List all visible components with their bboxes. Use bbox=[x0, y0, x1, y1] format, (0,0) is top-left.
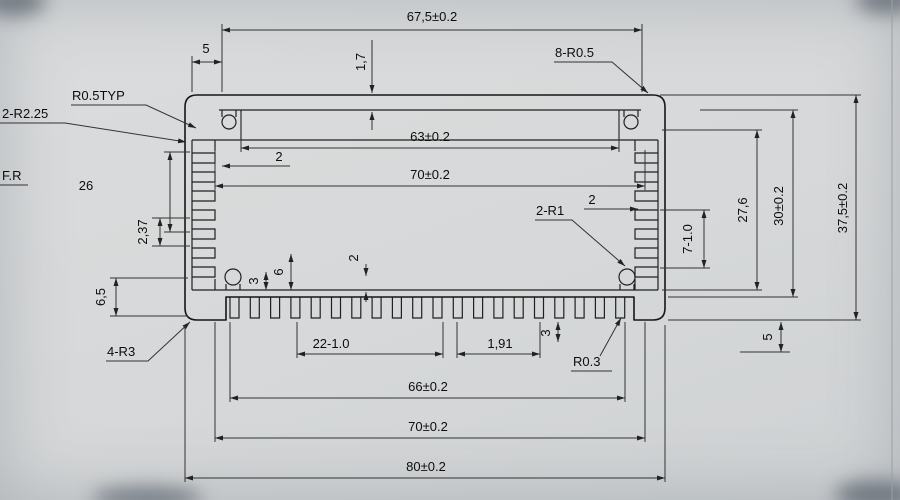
scan-artifact-bottom-left bbox=[92, 487, 202, 500]
dim-label: 2 bbox=[346, 254, 361, 261]
bottom-heatsink-teeth bbox=[229, 297, 626, 319]
dim-label: 70±0.2 bbox=[408, 419, 448, 434]
dim-bottom-70: 70±0.2 bbox=[214, 322, 646, 442]
extension-lines bbox=[164, 151, 190, 233]
dim-label: 3 bbox=[538, 329, 553, 336]
dim-bottom-left-6: 6 bbox=[271, 254, 294, 290]
radius-label: R0.3 bbox=[573, 354, 600, 369]
label-2-r2-25: 2-R2.25 bbox=[0, 106, 187, 144]
dim-bottom-left-3: 3 bbox=[246, 272, 269, 290]
label-8-r0-5: 8-R0.5 bbox=[554, 45, 649, 94]
dim-bottom-right-5: 5 bbox=[740, 322, 790, 353]
dim-label: 37,5±0.2 bbox=[835, 183, 850, 234]
extension-lines bbox=[214, 150, 646, 190]
dim-inner-70: 70±0.2 bbox=[214, 150, 646, 190]
extrusion-profile bbox=[184, 94, 666, 321]
label-r0-3: R0.3 bbox=[571, 318, 621, 372]
dim-label: 80±0.2 bbox=[406, 459, 446, 474]
extension-lines bbox=[660, 94, 861, 321]
label-4-r3: 4-R3 bbox=[106, 321, 191, 362]
extension-lines bbox=[668, 109, 798, 298]
dim-top-wall-1-7: 1,7 bbox=[353, 40, 375, 130]
leader-line bbox=[106, 321, 191, 362]
scan-edge-right bbox=[891, 0, 893, 500]
dim-bottom-wall-2: 2 bbox=[346, 254, 369, 302]
scan-artifact-top-left bbox=[0, 0, 46, 16]
leader-line bbox=[535, 219, 626, 267]
dim-label: 63±0.2 bbox=[410, 129, 450, 144]
radius-label: 8-R0.5 bbox=[555, 45, 594, 60]
dim-label: 30±0.2 bbox=[771, 186, 786, 226]
dim-label: 26 bbox=[79, 178, 93, 193]
dim-label: 27,6 bbox=[735, 197, 750, 222]
right-internal-fins bbox=[634, 152, 658, 278]
dim-bottom-80: 80±0.2 bbox=[184, 325, 666, 482]
dim-left-2-37: 2,37 bbox=[135, 217, 190, 247]
label-r0-5-typ: R0.5TYP bbox=[71, 88, 197, 129]
dim-overall-top-67-5: 67,5±0.2 bbox=[221, 9, 643, 92]
radius-label: R0.5TYP bbox=[72, 88, 125, 103]
extension-lines bbox=[240, 112, 620, 152]
screw-boss-top-right bbox=[623, 114, 639, 130]
dim-label: 22-1.0 bbox=[313, 336, 350, 351]
dim-label: 70±0.2 bbox=[410, 167, 450, 182]
screw-boss-bottom-left bbox=[224, 268, 242, 286]
dim-teeth-22-1-0: 22-1.0 bbox=[296, 322, 444, 358]
extension-lines bbox=[184, 325, 666, 482]
dim-label: 2 bbox=[275, 149, 282, 164]
dim-label: 7-1.0 bbox=[680, 224, 695, 254]
dim-right-27-6: 27,6 bbox=[662, 129, 762, 291]
dim-teeth-1-91: 1,91 bbox=[456, 322, 541, 358]
dim-right-37-5: 37,5±0.2 bbox=[660, 94, 861, 321]
leader-line bbox=[0, 122, 187, 144]
leader-line bbox=[71, 104, 197, 129]
dim-label: 1,91 bbox=[487, 336, 512, 351]
dim-top-offset-5: 5 bbox=[191, 41, 222, 92]
left-internal-fins bbox=[192, 152, 216, 278]
screw-boss-top-left bbox=[221, 114, 237, 130]
label-fr: F.R bbox=[0, 168, 28, 186]
dim-label: 67,5±0.2 bbox=[407, 9, 458, 24]
radius-label: 2-R1 bbox=[536, 203, 564, 218]
extension-lines bbox=[214, 322, 646, 442]
dim-left-6-5: 6,5 bbox=[93, 277, 188, 317]
scan-artifact-bottom-right bbox=[835, 480, 900, 500]
radius-label: 4-R3 bbox=[107, 344, 135, 359]
profile-outline bbox=[184, 94, 666, 321]
label-2-r1: 2-R1 bbox=[535, 203, 626, 267]
dim-label: 2 bbox=[588, 192, 595, 207]
dim-label: 3 bbox=[246, 277, 261, 284]
dim-tooth-height-3: 3 bbox=[538, 322, 561, 342]
screw-boss-stems bbox=[221, 110, 639, 290]
dim-left-wall-2: 2 bbox=[222, 149, 290, 169]
dim-label: 5 bbox=[202, 41, 209, 56]
dim-inner-63: 63±0.2 bbox=[240, 112, 620, 152]
extension-lines bbox=[662, 129, 762, 291]
dim-left-26: 26 bbox=[79, 151, 190, 233]
extension-lines bbox=[221, 24, 643, 92]
dim-label: 6,5 bbox=[93, 288, 108, 306]
dim-label: 6 bbox=[271, 268, 286, 275]
dim-label: 66±0.2 bbox=[408, 379, 448, 394]
dim-label: 1,7 bbox=[353, 53, 368, 71]
leader-line bbox=[554, 61, 649, 94]
dim-label: 5 bbox=[760, 333, 775, 340]
dim-right-30: 30±0.2 bbox=[668, 109, 798, 298]
screw-boss-bottom-right bbox=[618, 268, 636, 286]
note-label: F.R bbox=[2, 168, 22, 183]
leader-line bbox=[571, 318, 621, 372]
radius-label: 2-R2.25 bbox=[2, 106, 48, 121]
dim-bottom-66: 66±0.2 bbox=[229, 322, 626, 402]
dim-right-fin-7-1-0: 7-1.0 bbox=[660, 209, 710, 269]
dim-label: 2,37 bbox=[135, 219, 150, 244]
scan-artifact-top-right bbox=[856, 0, 900, 14]
extension-lines bbox=[110, 277, 188, 317]
extension-lines bbox=[229, 322, 626, 402]
dim-right-wall-2: 2 bbox=[584, 192, 638, 212]
